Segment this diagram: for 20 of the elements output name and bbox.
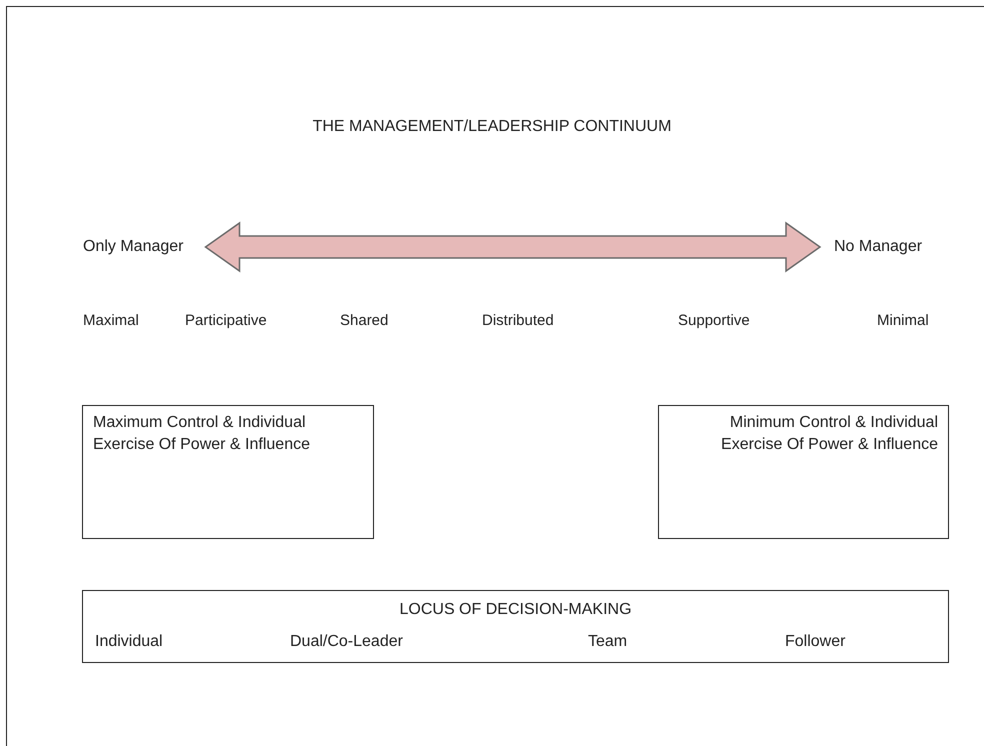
scale-label: Participative <box>185 312 267 329</box>
scale-label: Distributed <box>482 312 554 329</box>
scale-label: Shared <box>340 312 388 329</box>
double-arrow <box>204 222 822 272</box>
category-text: Follower <box>785 633 846 651</box>
category-text: Dual/Co-Leader <box>290 633 403 651</box>
category-text: Team <box>588 633 628 651</box>
diagram-title: THE MANAGEMENT/LEADERSHIP CONTINUUM <box>312 118 672 136</box>
scale-label: Supportive <box>678 312 750 329</box>
scale-label: Maximal <box>83 312 139 329</box>
end-label: No Manager <box>834 238 922 256</box>
box-text: Minimum Control & Individual Exercise Of Power & Influence <box>720 413 938 455</box>
text-band <box>82 590 949 663</box>
band-heading: LOCUS OF DECISION-MAKING <box>398 601 633 619</box>
text-box <box>82 405 374 539</box>
category-text: Individual <box>95 633 163 651</box>
text-box <box>658 405 949 539</box>
box-text: Maximum Control & Individual Exercise Of Power & Influence <box>93 413 311 455</box>
scale-label: Minimal <box>877 312 929 329</box>
end-label: Only Manager <box>83 238 184 256</box>
